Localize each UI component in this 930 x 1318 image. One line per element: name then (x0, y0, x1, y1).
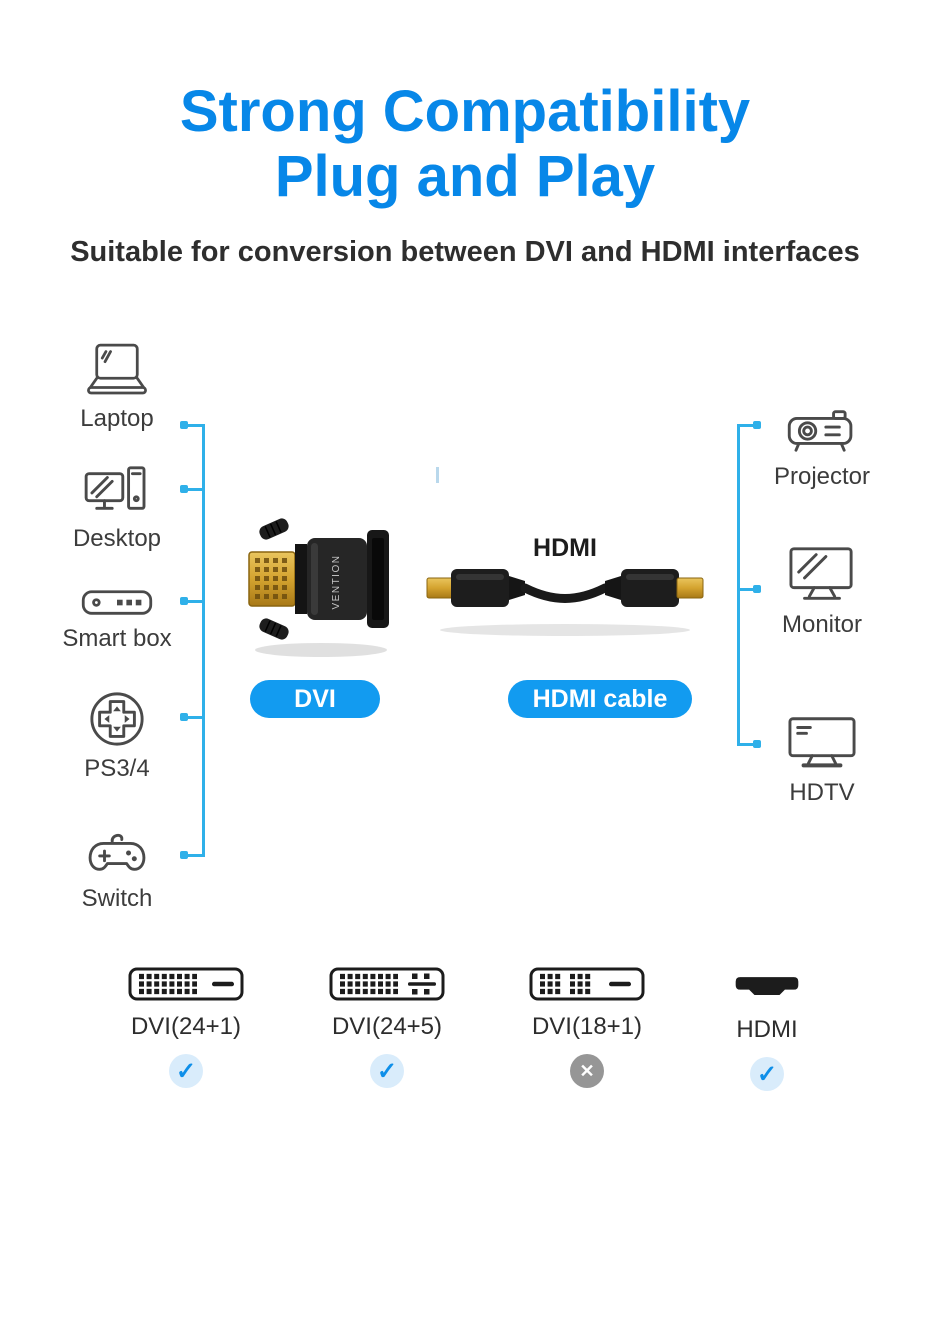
adapter-brand-text: VENTION (331, 555, 342, 610)
hdmi-female-slot (372, 538, 384, 620)
adapter-collar (295, 544, 307, 614)
device-label: Laptop (80, 405, 154, 432)
monitor-icon (789, 547, 853, 600)
right-dot-hdtv (753, 740, 761, 748)
hdmi-overlay-text: HDMI (533, 534, 597, 562)
title-line2: Plug and Play (274, 143, 656, 209)
projector-icon (787, 410, 853, 452)
desktop-icon (84, 466, 146, 510)
strain-relief-left (509, 576, 525, 600)
cable-wire (520, 583, 610, 603)
page-title: Strong Compatibility Plug and Play (0, 79, 930, 210)
page-subtitle: Suitable for conversion between DVI and … (70, 236, 860, 268)
gamepad-dpad-icon (90, 692, 144, 746)
device-switch: Switch (52, 828, 182, 913)
left-dot-desktop (180, 485, 188, 493)
check-icon: ✓ (169, 1054, 203, 1088)
device-label: PS3/4 (84, 755, 150, 782)
dvi-adapter-image: VENTION (248, 518, 389, 657)
center-pointer-tick (436, 467, 439, 483)
dvi-24-1-icon (128, 967, 244, 1001)
smart-box-icon (81, 590, 153, 615)
adapter-body (307, 538, 367, 620)
adapter-shadow (255, 643, 387, 657)
hdtv-icon (788, 717, 856, 768)
thumbscrew-top (259, 518, 289, 540)
thumbscrew-bottom (259, 618, 289, 640)
device-label: Smart box (62, 625, 172, 652)
cable-shadow (440, 624, 690, 636)
device-ps3-4: PS3/4 (52, 690, 182, 783)
check-icon: ✓ (370, 1054, 404, 1088)
dvi-18-1-icon (529, 967, 645, 1001)
check-icon: ✓ (750, 1057, 784, 1091)
right-dot-monitor (753, 585, 761, 593)
hdmi-cable-label-pill: HDMI cable (508, 680, 692, 718)
adapter-highlight (311, 543, 318, 615)
dvi-label-pill: DVI (250, 680, 380, 718)
left-tick-smart-box (184, 600, 204, 603)
device-desktop: Desktop (52, 464, 182, 553)
hdmi-cable-image (426, 569, 704, 636)
connector-label: DVI(18+1) (531, 1013, 643, 1040)
game-controller-icon (88, 833, 146, 871)
left-dot-switch (180, 851, 188, 859)
connector-label: DVI(24+5) (331, 1013, 443, 1040)
dvi-pins (255, 558, 287, 599)
device-smart-box: Smart box (52, 588, 182, 653)
left-tick-ps3-4 (184, 716, 204, 719)
dvi-24-5-icon (329, 967, 445, 1001)
connector-dvi-24-1: DVI(24+1) ✓ (101, 966, 271, 1088)
hdmi-plug-tip-right (676, 577, 704, 599)
left-bracket-line (202, 424, 205, 857)
connector-label: DVI(24+1) (130, 1013, 242, 1040)
strain-relief-right (605, 576, 621, 600)
right-bracket-line (737, 424, 740, 746)
laptop-icon (87, 343, 147, 395)
title-line1: Strong Compatibility (179, 79, 751, 144)
left-dot-smart-box (180, 597, 188, 605)
hdmi-plug-icon (735, 977, 799, 996)
cross-icon: ✕ (570, 1054, 604, 1088)
connector-label: HDMI (736, 1016, 798, 1043)
right-dot-projector (753, 421, 761, 429)
device-label: Monitor (781, 611, 863, 638)
device-hdtv: HDTV (752, 716, 892, 807)
right-tick-hdtv (737, 743, 757, 746)
connector-hdmi: HDMI ✓ (682, 966, 852, 1091)
device-label: HDTV (789, 779, 855, 806)
plug-highlight-right (626, 574, 674, 580)
left-dot-ps3-4 (180, 713, 188, 721)
device-label: Switch (81, 885, 153, 912)
right-tick-projector (737, 424, 757, 427)
left-tick-laptop (184, 424, 204, 427)
device-projector: Projector (752, 404, 892, 491)
left-dot-laptop (180, 421, 188, 429)
connector-dvi-18-1: DVI(18+1) ✕ (502, 966, 672, 1088)
hdmi-plug-tip-left (426, 577, 454, 599)
device-laptop: Laptop (52, 342, 182, 433)
right-tick-monitor (737, 588, 757, 591)
device-label: Desktop (72, 525, 162, 552)
plug-highlight-left (456, 574, 504, 580)
left-tick-desktop (184, 488, 204, 491)
connector-dvi-24-5: DVI(24+5) ✓ (302, 966, 472, 1088)
left-tick-switch (184, 854, 204, 857)
device-label: Projector (773, 463, 871, 490)
device-monitor: Monitor (752, 546, 892, 639)
